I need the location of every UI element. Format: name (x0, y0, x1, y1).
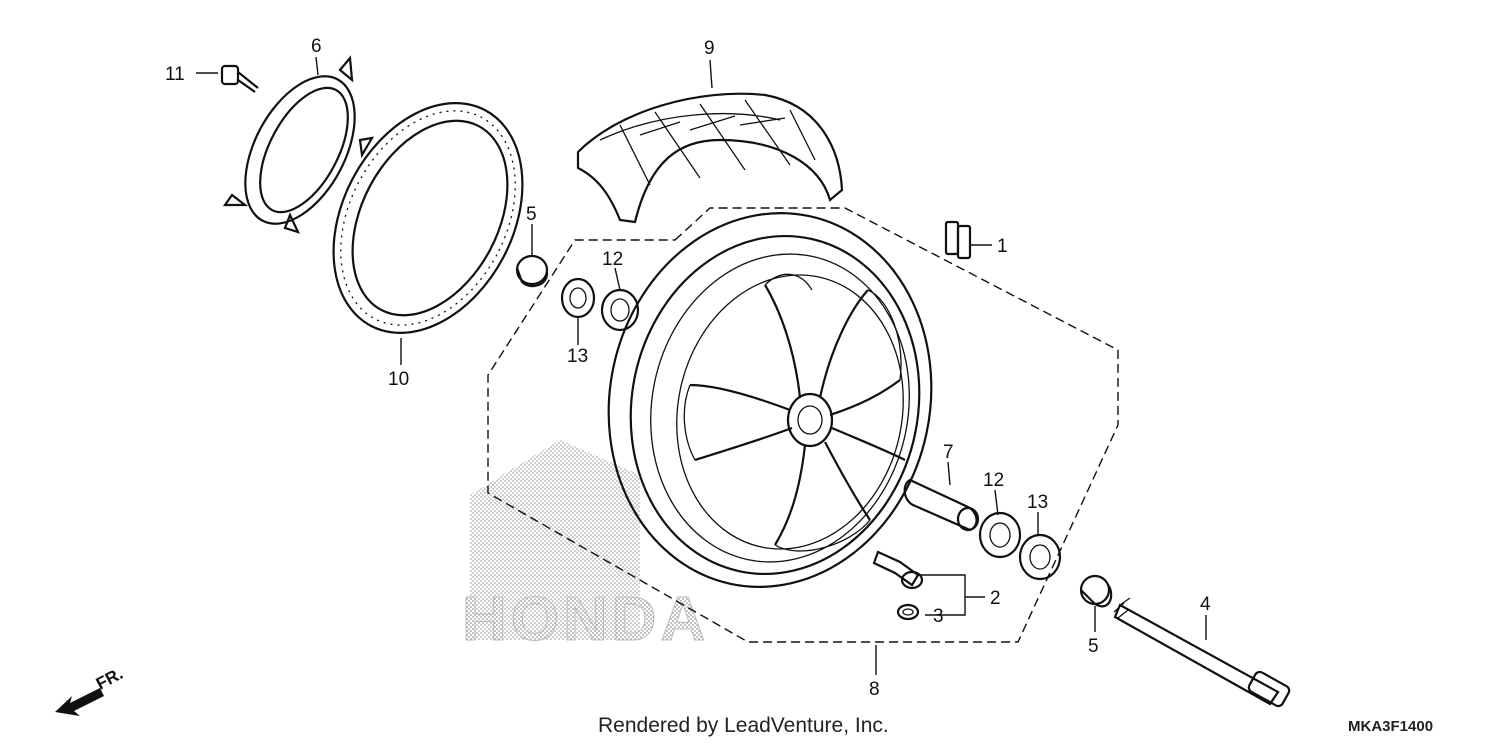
valve-part (872, 550, 924, 621)
callout-3: 3 (933, 606, 944, 627)
callout-10: 10 (388, 369, 409, 390)
collar-right-part (1079, 574, 1113, 608)
callout-1: 1 (997, 236, 1008, 257)
callout-8: 8 (869, 679, 880, 700)
callout-13-right: 13 (1027, 492, 1048, 513)
bearing-right-part (978, 511, 1062, 581)
disc-carrier-part (222, 55, 375, 234)
axle-part (1113, 597, 1291, 708)
callout-12-left: 12 (602, 249, 623, 270)
callout-5-right: 5 (1088, 636, 1099, 657)
front-arrow-icon (55, 688, 104, 716)
front-direction-indicator: FR. (55, 664, 126, 716)
honda-watermark: HONDA (462, 440, 709, 655)
callout-6: 6 (311, 36, 322, 57)
balance-weight-part (944, 220, 972, 260)
callout-4: 4 (1200, 594, 1211, 615)
collar-left-part (515, 254, 549, 288)
callout-11: 11 (165, 64, 185, 85)
bolt-part (220, 64, 259, 93)
callout-5-left: 5 (526, 204, 537, 225)
wheel-rim-part (607, 212, 933, 588)
callout-12-right: 12 (983, 470, 1004, 491)
callout-13-left: 13 (567, 346, 588, 367)
render-credit: Rendered by LeadVenture, Inc. (598, 714, 889, 737)
diagram-code: MKA3F1400 (1348, 718, 1433, 735)
distance-collar-part (903, 478, 980, 532)
leader-lines (196, 56, 1207, 675)
callout-2: 2 (990, 588, 1001, 609)
tire-part (576, 92, 844, 224)
callout-7: 7 (943, 442, 954, 463)
honda-watermark-text: HONDA (462, 585, 709, 654)
wheel-assembly-dashed-outline (487, 207, 1119, 643)
bearing-left-part (560, 277, 640, 332)
brake-disc-part (332, 102, 524, 334)
callout-9: 9 (704, 38, 715, 59)
